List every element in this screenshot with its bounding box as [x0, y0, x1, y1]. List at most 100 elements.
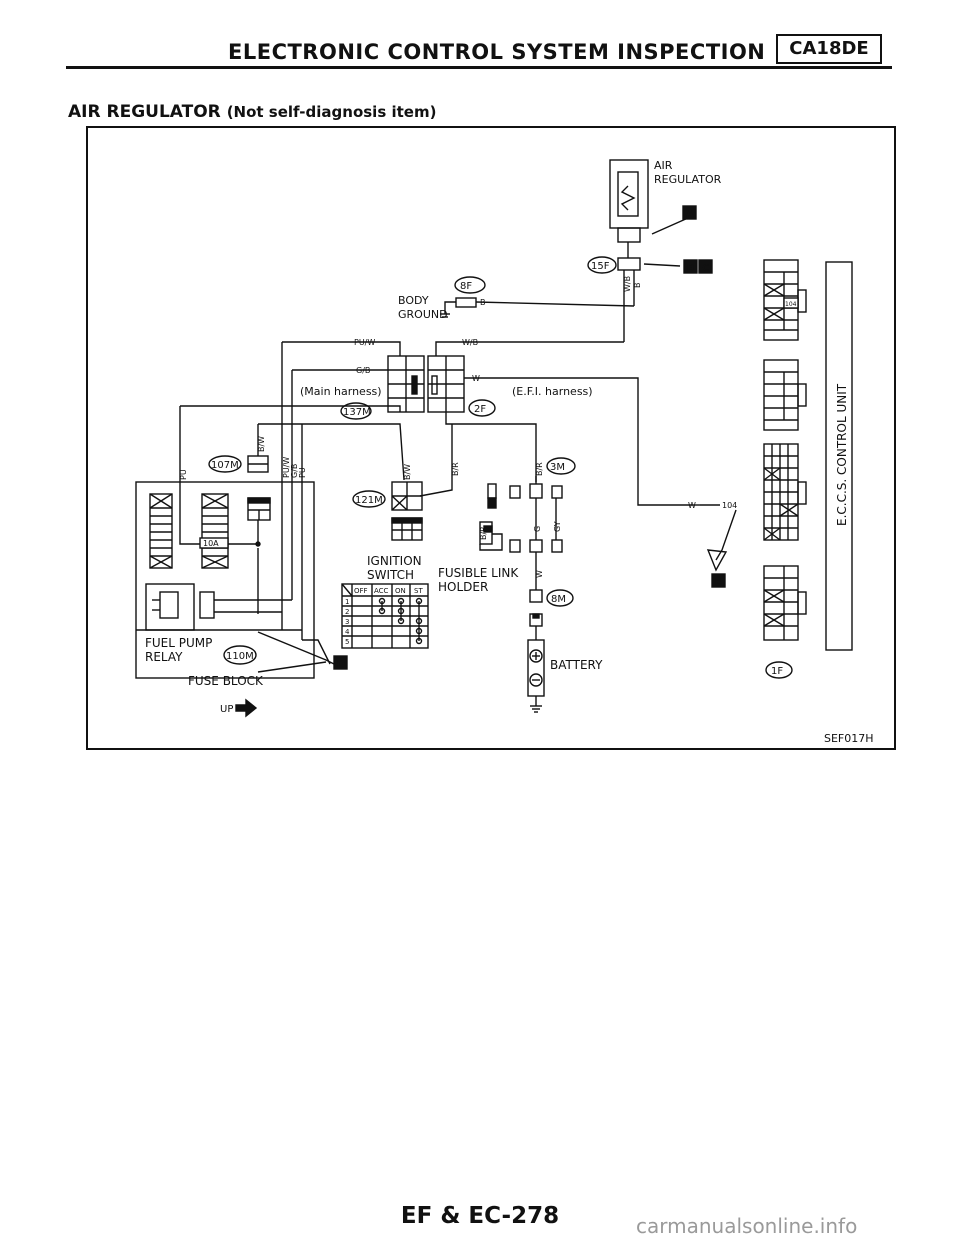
ign-row-5: 5	[345, 638, 349, 646]
wire-puw	[282, 341, 401, 356]
section-title-note: (Not self-diagnosis item)	[226, 103, 437, 121]
wire-br-2	[445, 412, 537, 482]
watermark: carmanualsonline.info	[636, 1214, 858, 1238]
connector-2f-label: 2F	[474, 404, 486, 415]
connector-3m-tag	[546, 457, 576, 475]
connector-15f-label: 15F	[591, 261, 610, 272]
wire-wb-2	[435, 341, 624, 356]
view-marker-d	[333, 655, 348, 670]
connector-110m-label: 110M	[226, 651, 254, 662]
wire-wb-2-label: W/B	[462, 338, 478, 347]
fusible-link-label-1: FUSIBLE LINK	[438, 566, 519, 580]
connector-8f-tag	[454, 276, 486, 294]
page-number: EF & EC-278	[400, 1203, 560, 1229]
wire-puw-vert-label: PU/W	[282, 457, 291, 478]
wire-w	[464, 377, 692, 506]
wire-bw-121m-label: B/W	[403, 464, 412, 480]
wire-pu-left-label: PU	[179, 469, 188, 480]
eccs-connector-3	[763, 443, 807, 541]
fuse-block-label: FUSE BLOCK	[188, 674, 264, 688]
ignition-connector-face	[391, 517, 423, 541]
ign-col-off: OFF	[354, 587, 368, 595]
view-marker-b-label: B	[687, 263, 695, 274]
main-harness-label: (Main harness)	[300, 385, 382, 398]
eccs-connector-2	[763, 359, 807, 431]
figure-id: SEF017H	[824, 732, 874, 745]
wire-br-label: B/R	[451, 462, 460, 476]
ign-row-1: 1	[345, 598, 349, 606]
wire-wb-label: W/B	[623, 276, 632, 292]
eccs-control-unit-body	[825, 261, 853, 651]
wire-puw-label: PU/W	[354, 338, 375, 347]
view-marker-e	[711, 573, 726, 588]
wire-b-label: B	[480, 298, 486, 307]
view-arrow-bc	[643, 263, 681, 267]
connector-3m-label: 3M	[550, 462, 565, 473]
view-arrow-a	[651, 217, 689, 235]
efi-harness-label: (E.F.I. harness)	[512, 385, 593, 398]
wire-gy-label: GY	[553, 521, 562, 532]
ign-row-3: 3	[345, 618, 349, 626]
fusible-link-label-2: HOLDER	[438, 580, 488, 594]
connector-121m-label: 121M	[355, 495, 383, 506]
connector-137m-label: 137M	[343, 407, 371, 418]
fuse-10a-label: 10A	[203, 539, 219, 548]
connector-8m-body	[529, 589, 543, 603]
view-marker-c-label: C	[702, 263, 709, 274]
connector-110m-tag	[223, 645, 257, 665]
ignition-switch-label-2: SWITCH	[367, 568, 414, 582]
eccs-connector-1: 104	[763, 259, 807, 341]
wire-gb-label: G/B	[356, 366, 370, 375]
body-ground-label-1: BODY	[398, 294, 429, 307]
fuse-block: 10A	[135, 480, 315, 679]
battery	[527, 626, 545, 713]
diagram-frame	[86, 126, 896, 750]
up-label: UP	[220, 704, 233, 715]
wire-to-d	[302, 639, 331, 665]
wire-b-label-vert: B	[633, 283, 642, 289]
view-marker-e-label: E	[715, 577, 722, 588]
view-marker-d-label: D	[337, 659, 345, 670]
fusible-link-holder	[479, 476, 563, 553]
wire-top-bus	[180, 405, 401, 412]
eccs-pin-104-label: 104	[785, 301, 797, 308]
body-ground: BODY GROUND 8F B	[398, 276, 635, 321]
ignition-switch-table: OFF ACC ON ST 1 2 3 4 5	[341, 583, 429, 649]
wire-w-battery-label: W	[535, 570, 544, 578]
fuel-pump-relay-label-2: RELAY	[145, 650, 183, 664]
connector-107m-tag	[208, 455, 242, 473]
connector-2f	[427, 355, 465, 413]
connector-8m-label: 8M	[551, 594, 566, 605]
engine-code-badge: CA18DE	[776, 34, 882, 64]
ign-col-on: ON	[395, 587, 406, 595]
connector-2f-tag	[468, 399, 496, 417]
view-arrow-e	[715, 509, 737, 561]
view-arrow-d	[257, 631, 335, 665]
connector-1f-label: 1F	[771, 666, 783, 677]
wire-g-label: G	[533, 526, 542, 532]
section-title: AIR REGULATOR (Not self-diagnosis item)	[68, 102, 436, 122]
connector-137m-tag	[340, 402, 372, 420]
wire-w-label: W	[472, 374, 480, 383]
wire-bw-to-121m	[258, 423, 405, 481]
air-regulator-label-1: AIR	[654, 159, 673, 172]
wire-gb-vert-label: G/B	[290, 464, 299, 478]
wire-w104-label: W	[688, 501, 696, 510]
connector-121m-tag	[352, 490, 386, 508]
wire-br-3m-label: B/R	[535, 462, 544, 476]
header-rule	[66, 66, 892, 69]
up-arrow-icon	[235, 698, 258, 718]
ign-row-2: 2	[345, 608, 349, 616]
view-marker-b	[683, 259, 698, 274]
view-marker-c	[698, 259, 713, 274]
connector-15f-body	[617, 257, 641, 271]
wire-br	[419, 424, 453, 497]
air-regulator-label-2: REGULATOR	[654, 173, 722, 186]
view-marker-a	[682, 205, 697, 220]
connector-137m	[387, 355, 425, 413]
battery-label: BATTERY	[550, 658, 603, 672]
view-arrow-e-head	[706, 549, 728, 572]
ignition-switch-label-1: IGNITION	[367, 554, 422, 568]
wire-br-fl-label: B/R	[479, 526, 488, 540]
wire-bw-107m-label: B/W	[257, 436, 266, 452]
